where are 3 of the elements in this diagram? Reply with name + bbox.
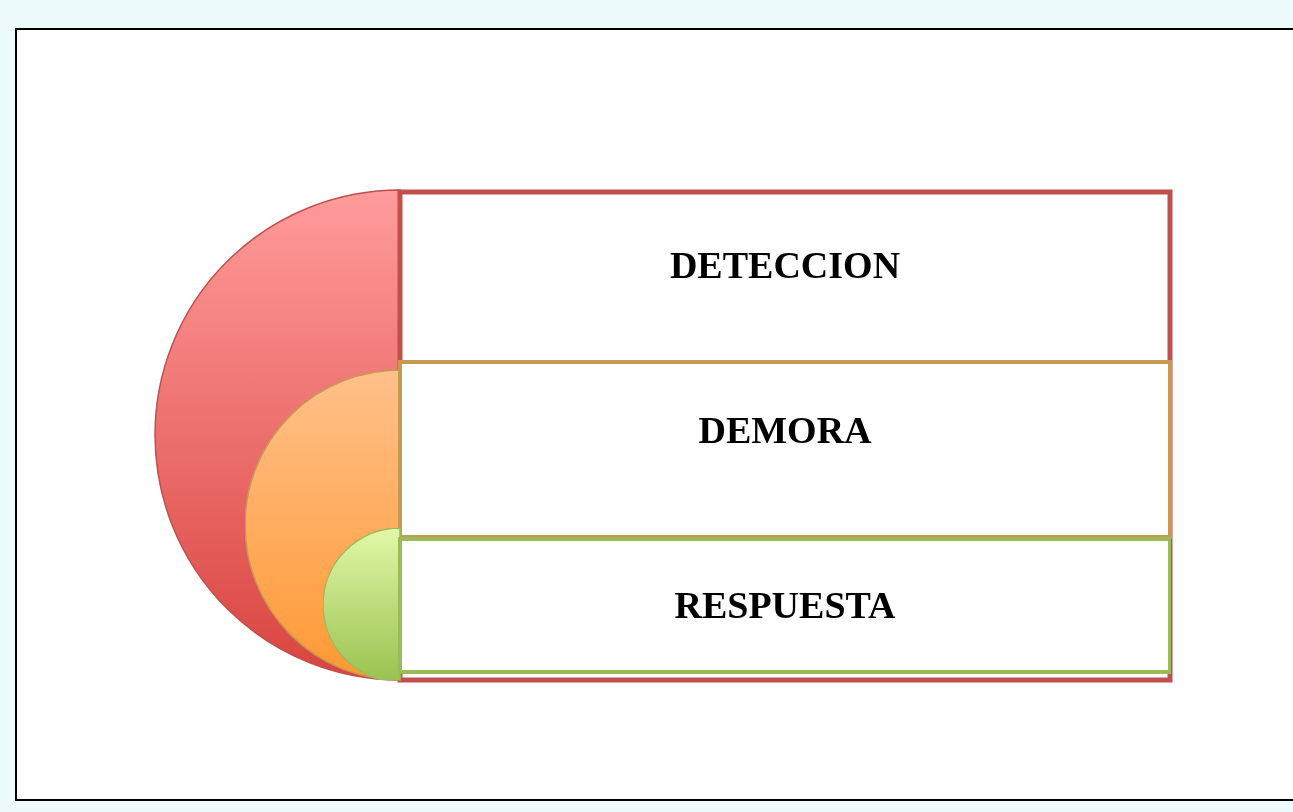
band-label: DETECCION	[669, 242, 901, 288]
band-label: RESPUESTA	[674, 582, 896, 628]
band-label: DEMORA	[698, 407, 872, 453]
